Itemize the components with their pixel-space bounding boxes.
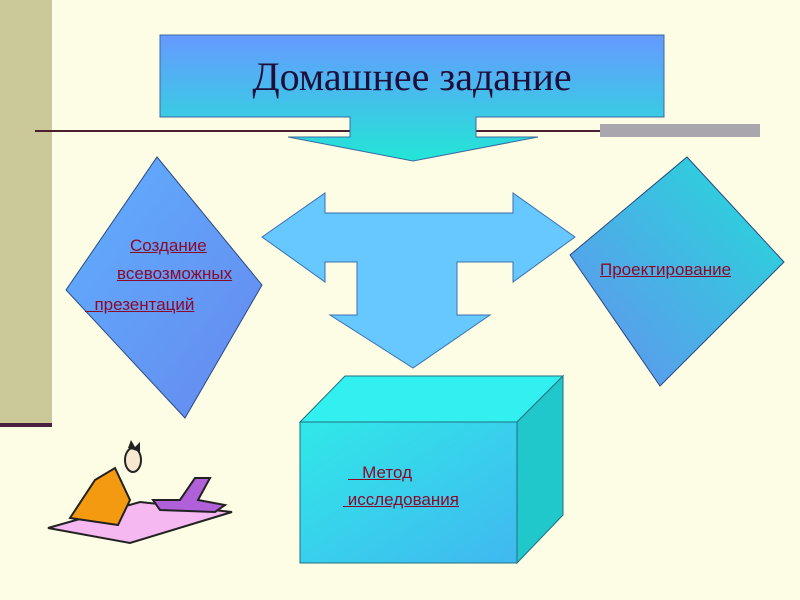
page-title: Домашнее задание bbox=[252, 53, 572, 99]
cube-front bbox=[299, 421, 518, 564]
sidebar-strip bbox=[0, 0, 52, 425]
left-label-line2[interactable]: всевозможных bbox=[117, 264, 233, 283]
right-label[interactable]: Проектирование bbox=[600, 260, 732, 279]
left-diamond bbox=[65, 156, 263, 419]
bottom-label-line2[interactable]: исследования bbox=[343, 490, 459, 509]
left-label-line3[interactable]: презентаций bbox=[85, 295, 195, 314]
title-arrow-shape bbox=[159, 34, 665, 162]
sidebar-underline bbox=[0, 423, 52, 427]
left-label-line1[interactable]: Создание bbox=[130, 236, 207, 255]
person-at-laptop-clipart bbox=[47, 440, 233, 545]
three-way-arrow bbox=[261, 192, 576, 369]
divider-gray-bar bbox=[600, 124, 760, 137]
right-diamond bbox=[569, 156, 785, 387]
bottom-label-line1[interactable]: Метод bbox=[348, 463, 413, 482]
